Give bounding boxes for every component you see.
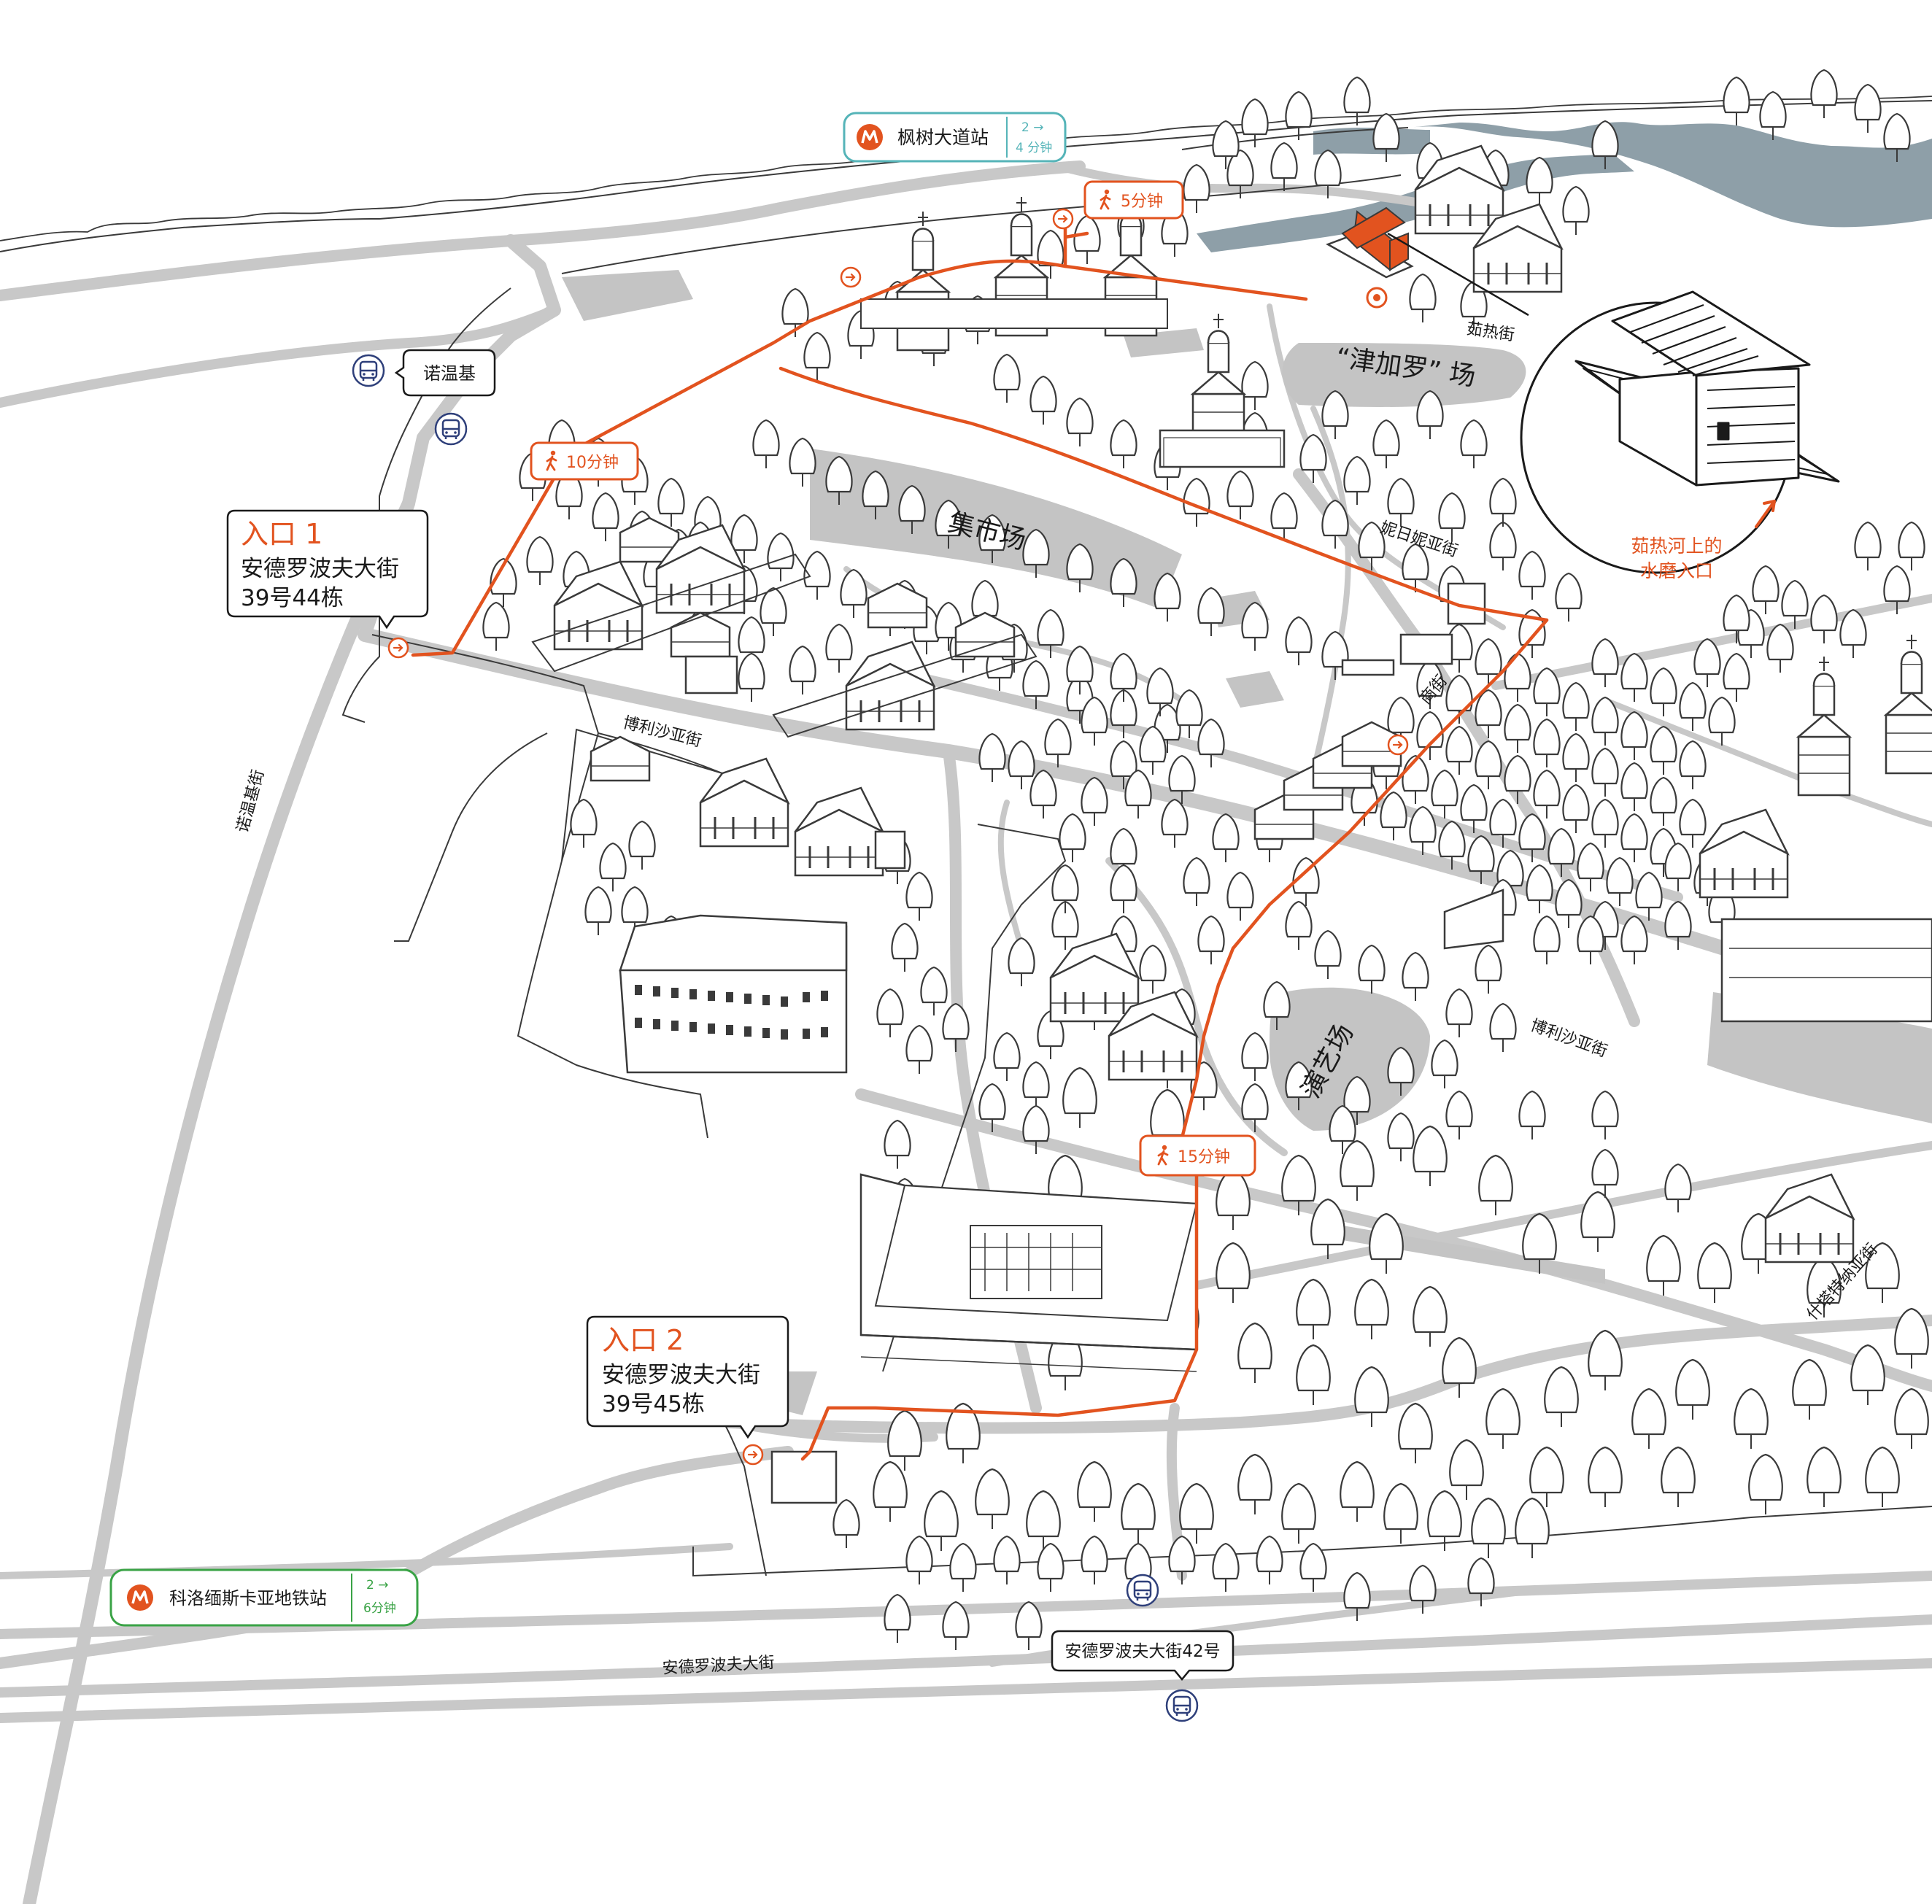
svg-text:15分钟: 15分钟 [1178, 1148, 1230, 1166]
walk-badge-10min: 10分钟 [530, 441, 639, 481]
entrance-1-title: 入口 1 [241, 518, 322, 550]
mill-callout-line2: 水磨入口 [1640, 560, 1713, 581]
mill-detail-callout: 茹热河上的 水磨入口 [1387, 232, 1840, 581]
metro-line: 2 → [1021, 120, 1043, 135]
arrow-marker-icon [1052, 208, 1074, 230]
trees-south [832, 1067, 1929, 1652]
walk-badge-5min: 5分钟 [1083, 180, 1184, 220]
metro-kolomenskaya[interactable]: 科洛缅斯卡亚地铁站 2 → 6分钟 [109, 1568, 419, 1627]
water-mill [1326, 206, 1414, 279]
arrow-marker-icon [742, 1444, 764, 1466]
bus-icon [352, 354, 385, 387]
palace [619, 914, 848, 1074]
entrance-1-callout[interactable]: 入口 1 安德罗波夫大街 39号44栋 [226, 509, 429, 630]
arrow-marker-icon [387, 637, 409, 659]
metro-maple-avenue[interactable]: 枫树大道站 2 → 4 分钟 [843, 112, 1067, 163]
arrow-marker-icon [840, 266, 862, 288]
entrance-2-callout[interactable]: 入口 2 安德罗波夫大街 39号45栋 [586, 1315, 789, 1439]
buildings [531, 144, 1932, 1504]
metro-minutes: 4 分钟 [1016, 141, 1052, 155]
street-label-novinki: 诺温基街 [233, 768, 268, 835]
street-label-ruzhe: 茹热街 [1465, 320, 1515, 345]
walk-badge-15min: 15分钟 [1139, 1134, 1256, 1177]
entrance-2-building: 39号45栋 [602, 1391, 705, 1417]
metro-icon [855, 123, 884, 152]
entrance-2-title: 入口 2 [602, 1324, 684, 1356]
metro-station-name: 科洛缅斯卡亚地铁站 [169, 1588, 327, 1609]
metro-icon [125, 1583, 155, 1612]
bus-stop-name: 诺温基 [423, 363, 476, 384]
entrance-1-address: 安德罗波夫大街 [241, 556, 399, 582]
walking-route [411, 217, 1549, 1461]
bus-stop-novinki[interactable]: 诺温基 [352, 349, 496, 446]
bus-icon [1126, 1574, 1159, 1607]
street-label-bolshaya-east: 博利沙亚街 [1528, 1016, 1610, 1061]
svg-text:10分钟: 10分钟 [566, 454, 619, 472]
bus-icon [1165, 1689, 1199, 1722]
route-markers [387, 208, 1409, 1466]
bus-stop-andropov-42[interactable]: 安德罗波夫大街42号 [1051, 1574, 1234, 1722]
entrance-1-building: 39号44栋 [241, 585, 344, 611]
mill-callout-line1: 茹热河上的 [1631, 535, 1722, 557]
svg-text:5分钟: 5分钟 [1121, 193, 1163, 211]
bus-icon [434, 412, 468, 446]
metro-station-name: 枫树大道站 [897, 127, 989, 148]
arrow-up-right-icon [1755, 500, 1776, 528]
arrow-marker-icon [1387, 734, 1409, 756]
bus-stop-name: 安德罗波夫大街42号 [1064, 1642, 1220, 1661]
entrance-2-address: 安德罗波夫大街 [602, 1362, 760, 1388]
metro-minutes: 6分钟 [363, 1601, 396, 1616]
street-label-andropov: 安德罗波夫大街 [662, 1654, 775, 1678]
metro-line: 2 → [366, 1578, 388, 1593]
pavilion-building [859, 1173, 1198, 1372]
mill-detail-icon [1574, 290, 1840, 487]
